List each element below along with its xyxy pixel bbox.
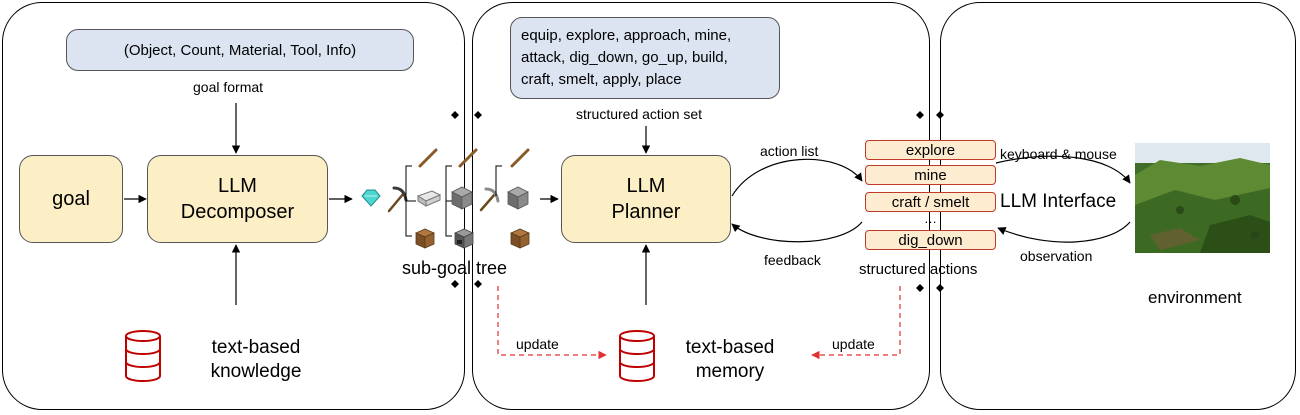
knowledge-line2: knowledge — [210, 361, 302, 382]
stone-icon — [451, 186, 473, 210]
pickaxe-icon — [387, 186, 408, 213]
subgoal-tree — [361, 148, 559, 249]
action-explore: explore — [865, 140, 996, 160]
action-craft-smelt: craft / smelt — [865, 192, 996, 212]
llm-interface-label: LLM Interface — [1000, 191, 1117, 212]
keyboard-mouse-label: keyboard & mouse — [1000, 146, 1117, 162]
memory-line2: memory — [695, 361, 765, 382]
llm-planner-box: LLM Planner — [561, 155, 731, 243]
structured-actions-label: structured actions — [859, 261, 978, 278]
action-set-line2: attack, dig_down, go_up, build, — [521, 49, 728, 66]
subgoal-tree-label: sub-goal tree — [402, 258, 508, 278]
diamond-icon — [361, 189, 381, 207]
goal-text: goal — [52, 188, 90, 210]
environment-label: environment — [1148, 288, 1242, 307]
stick-icon — [418, 148, 530, 168]
memory-line1: text-based — [685, 337, 775, 358]
goal-box: goal — [19, 155, 123, 243]
furnace-icon — [454, 228, 474, 249]
database-icon — [125, 330, 161, 382]
llm-decomposer-box: LLM Decomposer — [147, 155, 328, 243]
goal-format-label: goal format — [193, 79, 264, 95]
action-mine: mine — [865, 165, 996, 185]
decomposer-line2: Decomposer — [180, 201, 295, 223]
knowledge-line1: text-based — [211, 337, 301, 358]
database-icon — [619, 330, 655, 382]
goal-format-box: (Object, Count, Material, Tool, Info) — [66, 29, 414, 71]
text-based-knowledge-label: text-based knowledge — [196, 336, 316, 384]
update-label-right: update — [832, 336, 875, 352]
update-label-left: update — [516, 336, 559, 352]
structured-action-set-box: equip, explore, approach, mine, attack, … — [510, 17, 780, 99]
action-dig-down: dig_down — [865, 230, 996, 250]
crafting-table-icon — [415, 228, 435, 249]
feedback-label: feedback — [764, 252, 821, 268]
pickaxe-icon — [479, 187, 500, 212]
planner-line1: LLM — [626, 175, 666, 197]
text-based-memory-label: text-based memory — [670, 336, 790, 384]
stone-icon — [507, 186, 529, 210]
structured-action-set-label: structured action set — [576, 106, 703, 122]
goal-format-text: (Object, Count, Material, Tool, Info) — [123, 41, 357, 59]
planner-line2: Planner — [611, 201, 681, 223]
observation-label: observation — [1020, 248, 1093, 264]
iron-ingot-icon — [416, 190, 442, 207]
decomposer-line1: LLM — [218, 175, 257, 197]
action-set-line3: craft, smelt, apply, place — [521, 71, 682, 88]
crafting-table-icon — [510, 228, 530, 249]
landscape-image — [1135, 143, 1270, 253]
action-list-label: action list — [760, 143, 819, 159]
action-set-line1: equip, explore, approach, mine, — [521, 27, 732, 44]
panel-connector-diamonds — [451, 111, 944, 292]
actions-ellipsis: … — [924, 211, 937, 226]
